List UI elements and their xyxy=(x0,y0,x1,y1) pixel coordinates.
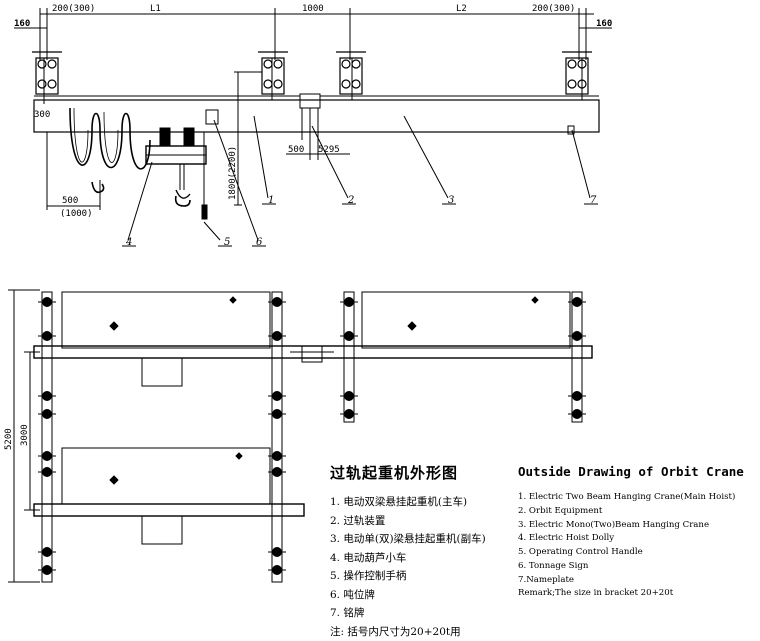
legend-en-item: 1. Electric Two Beam Hanging Crane(Main … xyxy=(518,491,758,505)
dim-top-right-span: 200(300) xyxy=(532,4,575,14)
legend-cn-note: 注: 括号内尺寸为20+20t用 xyxy=(330,623,510,641)
dim-end-left: 160 xyxy=(14,19,30,29)
dim-beam-offset: 300 xyxy=(34,110,50,120)
callout-3: 3 xyxy=(448,195,454,206)
legend-cn-item: 3. 电动单(双)梁悬挂起重机(副车) xyxy=(330,530,510,549)
plan-main-crane xyxy=(42,292,282,582)
legend-cn-item: 6. 吨位牌 xyxy=(330,586,510,605)
callout-7: 7 xyxy=(590,195,597,206)
callout-6: 6 xyxy=(256,237,263,248)
legend-chinese: 过轨起重机外形图 1. 电动双梁悬挂起重机(主车) 2. 过轨装置 3. 电动单… xyxy=(330,462,510,641)
dim-gap-a: 500 xyxy=(288,145,304,155)
legend-cn-title: 过轨起重机外形图 xyxy=(330,462,510,483)
legend-cn-item: 4. 电动葫芦小车 xyxy=(330,549,510,568)
dim-plan-inner: 3000 xyxy=(20,424,30,446)
legend-cn-item: 5. 操作控制手柄 xyxy=(330,567,510,586)
legend-en-item: 4. Electric Hoist Dolly xyxy=(518,532,758,546)
dim-span-l2: L2 xyxy=(456,4,467,14)
legend-en-title: Outside Drawing of Orbit Crane xyxy=(518,464,758,479)
legend-en-remark: Remark;The size in bracket 20+20t xyxy=(518,588,758,598)
callout-5: 5 xyxy=(224,237,230,248)
dim-hook-offset: 500 xyxy=(62,196,78,206)
electric-hoist-dolly xyxy=(146,128,206,206)
dim-end-right: 160 xyxy=(596,19,612,29)
callout-4: 4 xyxy=(125,237,132,248)
elevation-end-trucks xyxy=(32,52,592,94)
legend-cn-item: 7. 铭牌 xyxy=(330,604,510,623)
legend-en-item: 7.Nameplate xyxy=(518,574,758,588)
coiled-cable xyxy=(70,108,150,169)
dim-hook-offset-alt: (1000) xyxy=(60,209,93,219)
legend-english: Outside Drawing of Orbit Crane 1. Electr… xyxy=(518,464,758,598)
legend-cn-item: 1. 电动双梁悬挂起重机(主车) xyxy=(330,493,510,512)
hook-dimension xyxy=(34,108,104,210)
legend-en-item: 5. Operating Control Handle xyxy=(518,546,758,560)
callout-1: 1 xyxy=(268,195,274,206)
dim-handle-drop: 1800(2200) xyxy=(228,146,238,200)
control-handle-elevation xyxy=(202,132,207,219)
tonnage-sign-elevation xyxy=(206,110,218,124)
legend-en-item: 3. Electric Mono(Two)Beam Hanging Crane xyxy=(518,519,758,533)
callout-2: 2 xyxy=(347,195,354,206)
elevation-main-beam xyxy=(34,96,599,132)
orbit-equipment-plan xyxy=(290,346,334,362)
legend-en-item: 2. Orbit Equipment xyxy=(518,505,758,519)
elevation-dimension-lines xyxy=(14,8,612,60)
dim-top-left-span: 200(300) xyxy=(52,4,95,14)
dim-plan-outer: 5200 xyxy=(4,428,14,450)
plan-hoist-marks xyxy=(110,297,538,484)
dim-gap-b: 5295 xyxy=(318,145,340,155)
legend-cn-item: 2. 过轨装置 xyxy=(330,512,510,531)
legend-en-item: 6. Tonnage Sign xyxy=(518,560,758,574)
dim-span-mid: 1000 xyxy=(302,4,324,14)
plan-aux-crane xyxy=(344,292,582,422)
dim-span-l1: L1 xyxy=(150,4,161,14)
